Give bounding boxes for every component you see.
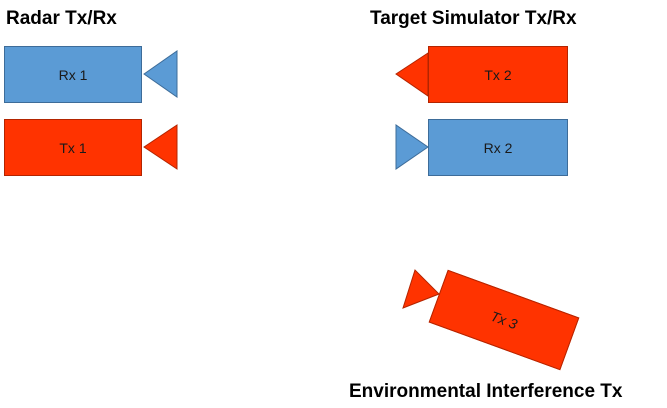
radar-rx-antenna-triangle [143,50,178,98]
radar-rx-box: Rx 1 [4,46,142,103]
target-simulator-group-title: Target Simulator Tx/Rx [370,8,577,29]
target-tx-box: Tx 2 [428,46,568,103]
radar-rx-label: Rx 1 [58,66,88,83]
radar-group-title: Radar Tx/Rx [6,8,117,29]
environment-tx-label: Tx 3 [488,307,520,333]
target-tx-label: Tx 2 [484,66,512,83]
radar-tx-label: Tx 1 [59,139,87,156]
environmental-interference-title: Environmental Interference Tx [349,381,623,402]
target-rx-antenna-triangle [395,124,429,170]
target-rx-box: Rx 2 [428,119,568,176]
target-rx-label: Rx 2 [483,139,513,156]
environment-tx-box: Tx 3 [428,269,580,371]
radar-tx-antenna-triangle [143,124,178,170]
environment-tx-antenna-triangle [402,269,440,309]
target-tx-antenna-triangle [395,52,429,97]
radar-tx-box: Tx 1 [4,119,142,176]
